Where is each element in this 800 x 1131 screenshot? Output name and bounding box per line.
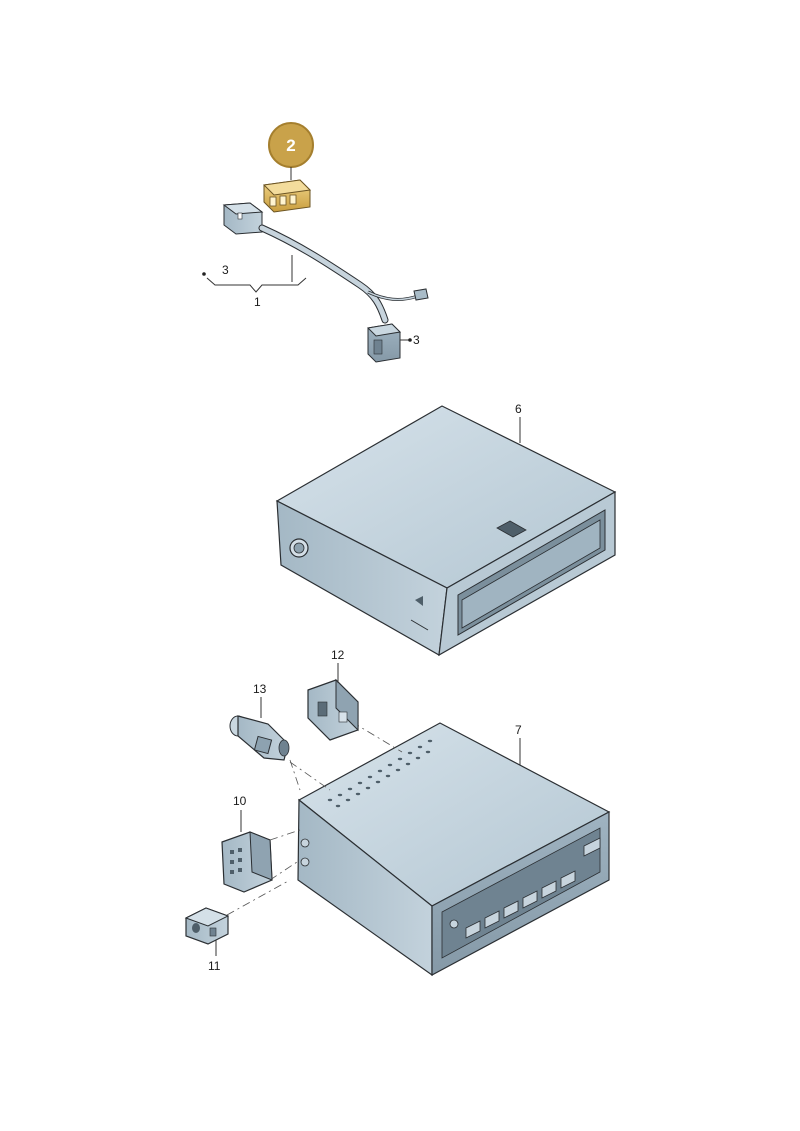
callout-6-label: 6 [515,402,522,416]
callout-12-label: 12 [331,648,345,662]
callout-7-label: 7 [515,723,522,737]
callout-3-left: 3 [222,263,229,277]
small-connector-icon[interactable] [184,907,230,945]
callout-10-label: 10 [233,794,247,808]
callout-3-dot [202,272,206,276]
callout-3-right-dot [408,338,412,342]
storage-compartment-icon[interactable] [275,405,617,657]
connector-housing-icon[interactable] [221,831,273,893]
fuse-holder-icon[interactable] [262,179,312,213]
alignment-lines [226,721,403,916]
round-plug-icon[interactable] [229,715,290,761]
callout-3-right: 3 [413,333,420,347]
brace-line [206,277,307,293]
highlight-callout-2[interactable]: 2 [268,122,314,168]
callout-13-label: 13 [253,682,267,696]
callout-11-label: 11 [208,959,221,973]
callout-2-label: 2 [286,136,295,155]
cd-changer-icon[interactable] [297,722,611,977]
wiring-harness-icon[interactable] [222,202,429,363]
socket-connector-icon[interactable] [307,678,359,741]
callout-1-label: 1 [254,295,261,309]
